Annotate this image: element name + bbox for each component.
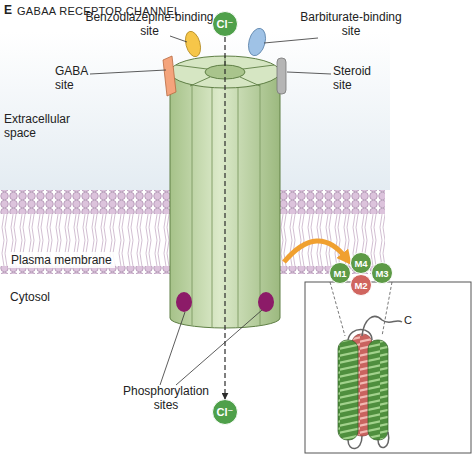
region-label: Plasma membrane — [8, 252, 115, 268]
inset-guide — [330, 282, 345, 336]
site-label: Benzodiazepine-binding site — [84, 10, 215, 38]
terminus-label: C — [404, 313, 412, 327]
helix — [338, 340, 358, 440]
peptide-loop — [348, 436, 362, 449]
node-text: M1 — [333, 268, 346, 279]
circle-shape — [213, 400, 238, 425]
barbiturate-site-shape — [246, 26, 269, 57]
node-text: Cl⁻ — [217, 406, 234, 419]
peptide-loop — [348, 330, 372, 341]
subunit-seam — [243, 65, 274, 69]
region-label: Cytosol — [10, 290, 50, 304]
subunit-seam — [225, 56, 226, 65]
phosphorylation-dot — [258, 292, 274, 312]
subunit-seam — [192, 84, 193, 325]
channel-pore — [205, 65, 245, 79]
segment-circle: M2 — [350, 274, 372, 296]
ion-flow-arrow — [224, 37, 225, 399]
site-label: Barbiturate-binding site — [290, 10, 412, 38]
circle-shape — [351, 253, 372, 274]
inset-frame — [305, 282, 471, 453]
inset-guide — [382, 282, 392, 336]
segment-circle: M4 — [350, 252, 372, 274]
leader-line — [264, 38, 318, 43]
subunit-seam — [238, 88, 239, 328]
benzodiazepine-site-shape — [183, 30, 203, 59]
circle-shape — [351, 275, 372, 296]
phosphorylation-dot — [176, 292, 192, 312]
subunit-seam — [212, 88, 213, 328]
ion-circle: Cl⁻ — [212, 11, 238, 37]
subunit-seam — [240, 77, 260, 86]
leader-line — [176, 310, 262, 385]
site-label: Phosphorylation sites — [118, 384, 214, 412]
circle-shape — [330, 263, 351, 284]
segment-circle: M1 — [329, 262, 351, 284]
node-text: Cl⁻ — [217, 18, 234, 31]
peptide-loop — [378, 432, 389, 448]
leader-line — [160, 312, 185, 385]
leader-line — [90, 70, 166, 74]
helix — [368, 340, 388, 440]
subunit-seam — [176, 65, 207, 69]
node-text: M4 — [354, 258, 367, 269]
gaba-site-shape — [163, 56, 176, 96]
region-label: Extracellular space — [4, 112, 86, 140]
c-terminus — [362, 317, 402, 336]
circle-shape — [213, 12, 238, 37]
zoom-arrow — [284, 241, 346, 262]
site-label: GABA site — [55, 64, 95, 92]
ion-circle: Cl⁻ — [212, 399, 238, 425]
node-text: M3 — [375, 268, 388, 279]
circle-shape — [372, 263, 393, 284]
subunit-seam — [260, 84, 261, 325]
leader-line — [170, 36, 187, 42]
site-label: Steroid site — [333, 64, 381, 92]
node-text: M2 — [354, 280, 367, 291]
leader-line — [287, 72, 331, 74]
segment-circle: M3 — [371, 262, 393, 284]
subunit-seam — [190, 77, 210, 86]
steroid-site-shape — [277, 58, 286, 94]
channel-top — [170, 56, 280, 88]
channel-body — [170, 72, 280, 328]
panel-letter: E — [4, 3, 12, 17]
